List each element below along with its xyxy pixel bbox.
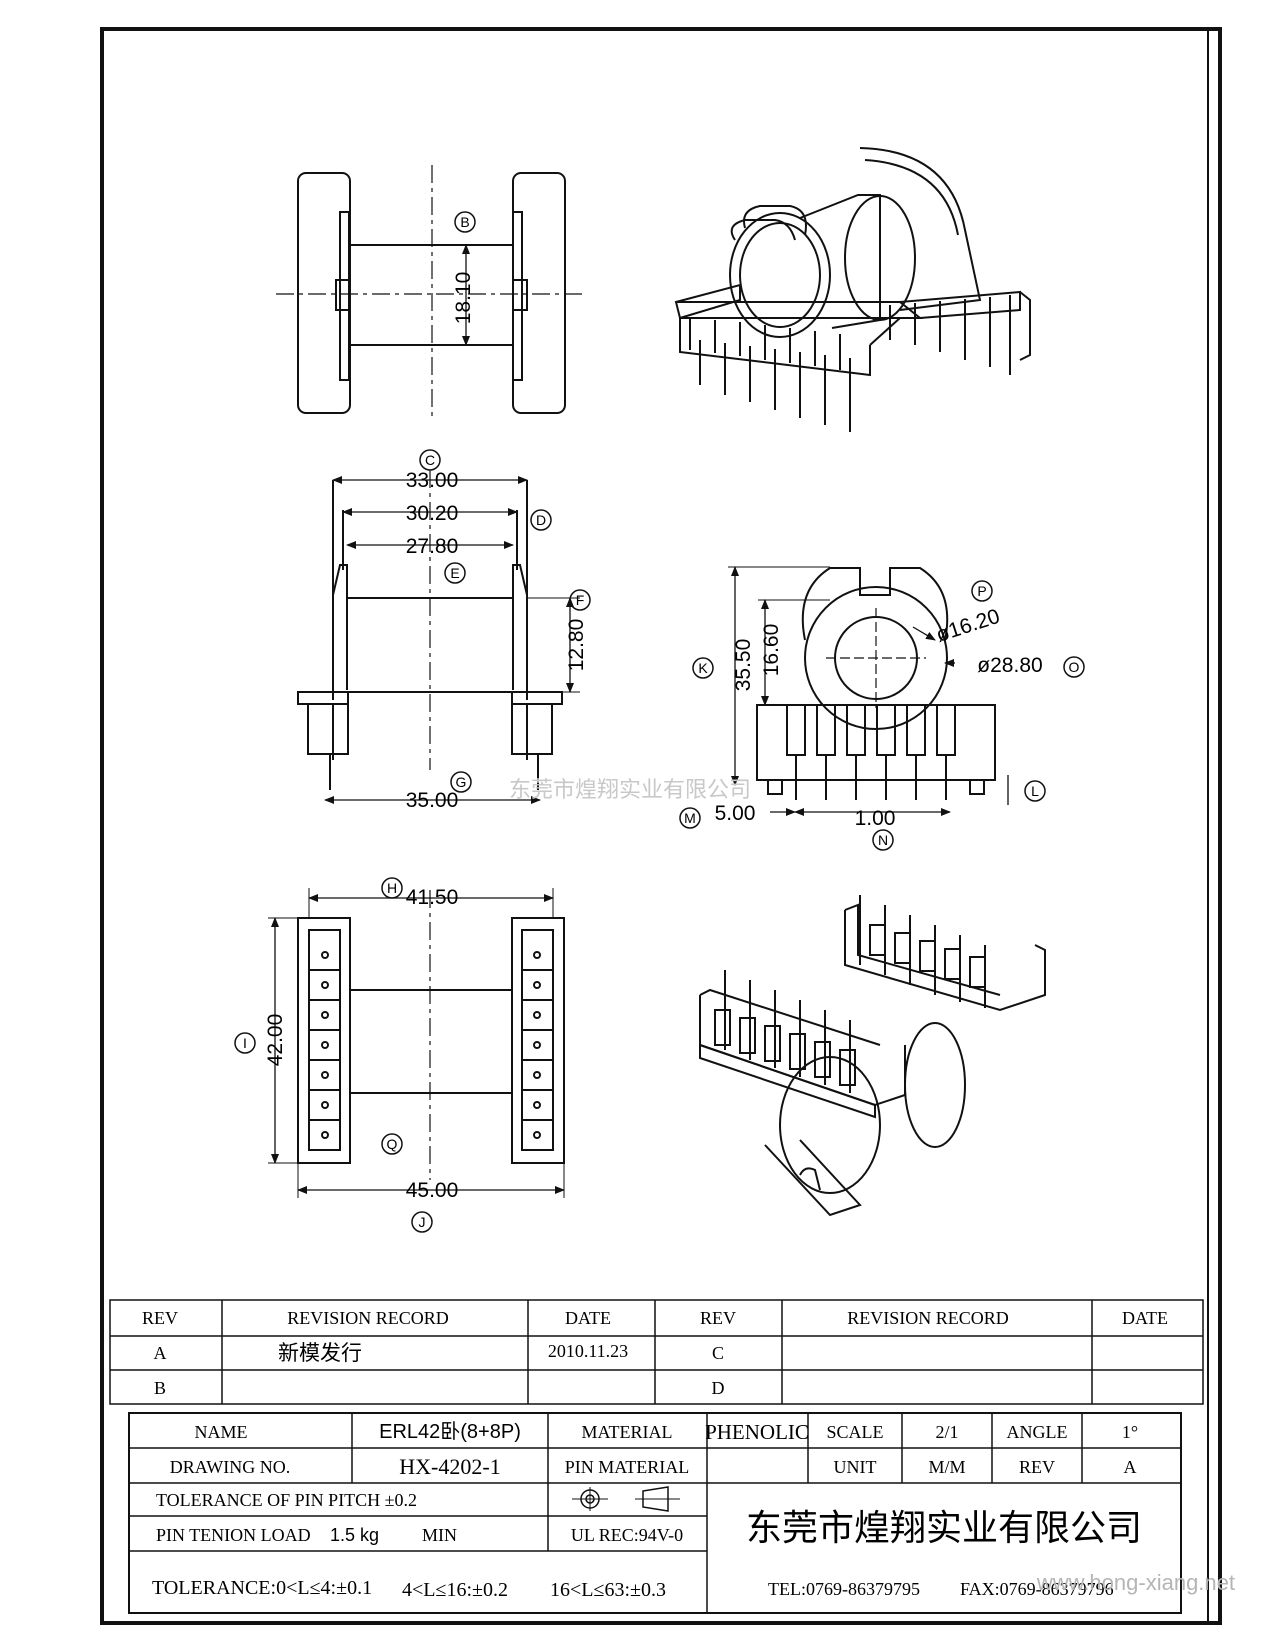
rev-row-d-rev: D: [712, 1378, 725, 1398]
rev-header-date-2: DATE: [1122, 1308, 1168, 1328]
rev-header-date-1: DATE: [565, 1308, 611, 1328]
marker-p: P: [977, 583, 986, 599]
tb-ul-rec: UL REC:94V-0: [571, 1525, 683, 1545]
dim-front-outer-width: 33.00: [406, 469, 459, 492]
rev-row-a-date: 2010.11.23: [548, 1341, 628, 1361]
tb-tolerance-2: 4<L≤16:±0.2: [402, 1579, 508, 1601]
tb-pin-tension-min: MIN: [422, 1525, 457, 1545]
tb-material-value: PHENOLIC: [705, 1420, 809, 1444]
tb-tolerance-3: 16<L≤63:±0.3: [550, 1579, 666, 1601]
marker-n: N: [878, 832, 888, 848]
rev-header-rev-1: REV: [142, 1308, 178, 1328]
dim-bottom-outer-width: 45.00: [406, 1179, 459, 1202]
tb-unit-value: M/M: [928, 1457, 965, 1477]
dim-side-pin-row: 5.00: [715, 802, 756, 825]
tb-fax: FAX:0769-86379796: [960, 1579, 1114, 1599]
tb-rev-label: REV: [1019, 1457, 1055, 1477]
tb-name-value: ERL42卧(8+8P): [379, 1420, 521, 1443]
dim-side-center-height: 16.60: [760, 624, 783, 677]
tb-tolerance-1: TOLERANCE:0<L≤4:±0.1: [152, 1577, 372, 1599]
bottom-view: [268, 888, 565, 1198]
marker-m: M: [684, 810, 696, 826]
marker-j: J: [419, 1214, 426, 1230]
reference-markers: [234, 211, 1085, 1233]
watermark-corner: www.hong-xiang.net: [1036, 1570, 1235, 1595]
side-view: [728, 566, 1009, 816]
marker-o: O: [1069, 659, 1080, 675]
watermark-center: 东莞市煌翔实业有限公司: [509, 777, 751, 802]
rev-row-b-rev: B: [154, 1378, 166, 1398]
rev-header-record-2: REVISION RECORD: [847, 1308, 1009, 1328]
title-block: [128, 1412, 1182, 1614]
tb-scale-value: 2/1: [935, 1422, 958, 1442]
dim-side-pin-pitch: 1.00: [855, 807, 896, 830]
marker-b: B: [460, 214, 469, 230]
rev-row-a-rev: A: [154, 1343, 167, 1363]
marker-k: K: [698, 660, 708, 676]
rev-row-c-rev: C: [712, 1343, 724, 1363]
rev-row-a-record: 新模发行: [278, 1341, 362, 1365]
tb-angle-value: 1°: [1122, 1422, 1138, 1442]
dim-front-base-width: 35.00: [406, 789, 459, 812]
tb-drawing-no-label: DRAWING NO.: [170, 1457, 291, 1477]
tb-unit-label: UNIT: [834, 1457, 877, 1477]
tb-pin-material-label: PIN MATERIAL: [565, 1457, 690, 1477]
tb-angle-label: ANGLE: [1007, 1422, 1068, 1442]
marker-f: F: [576, 592, 585, 608]
tb-scale-label: SCALE: [826, 1422, 883, 1442]
top-view: [276, 165, 585, 420]
rev-header-rev-2: REV: [700, 1308, 736, 1328]
tb-pin-pitch-tolerance: TOLERANCE OF PIN PITCH ±0.2: [156, 1490, 417, 1510]
dim-side-outer-dia: ø28.80: [977, 654, 1042, 677]
dim-top-view-height: 18.10: [452, 272, 475, 325]
tb-drawing-no-value: HX-4202-1: [399, 1454, 500, 1479]
tb-tel: TEL:0769-86379795: [768, 1579, 920, 1599]
isometric-view-top: [674, 147, 1031, 432]
marker-e: E: [450, 565, 459, 581]
tb-name-label: NAME: [195, 1422, 248, 1442]
dim-front-mid-width: 30.20: [406, 502, 459, 525]
marker-i: I: [243, 1035, 247, 1051]
marker-h: H: [387, 880, 397, 896]
tb-pin-tension-label: PIN TENION LOAD: [156, 1525, 311, 1545]
revision-table: [109, 1299, 1204, 1405]
marker-d: D: [536, 512, 546, 528]
dim-side-total-height: 35.50: [732, 639, 755, 692]
tb-rev-value: A: [1124, 1457, 1137, 1477]
marker-c: C: [425, 452, 435, 468]
marker-g: G: [456, 774, 467, 790]
tb-company: 东莞市煌翔实业有限公司: [746, 1508, 1142, 1548]
dim-bottom-height: 42.00: [264, 1014, 287, 1067]
rev-header-record-1: REVISION RECORD: [287, 1308, 449, 1328]
tb-material-label: MATERIAL: [582, 1422, 673, 1442]
dim-front-inner-width: 27.80: [406, 535, 459, 558]
isometric-view-bottom: [699, 895, 1046, 1217]
dim-front-winding-height: 12.80: [565, 619, 588, 672]
front-view: [297, 470, 580, 804]
marker-q: Q: [387, 1136, 398, 1152]
drawing-frame: [100, 27, 1222, 1625]
dim-bottom-inner-width: 41.50: [406, 886, 459, 909]
dim-side-inner-dia: ø16.20: [933, 605, 1002, 647]
marker-l: L: [1031, 783, 1039, 799]
tb-pin-tension-value: 1.5 kg: [330, 1525, 379, 1545]
